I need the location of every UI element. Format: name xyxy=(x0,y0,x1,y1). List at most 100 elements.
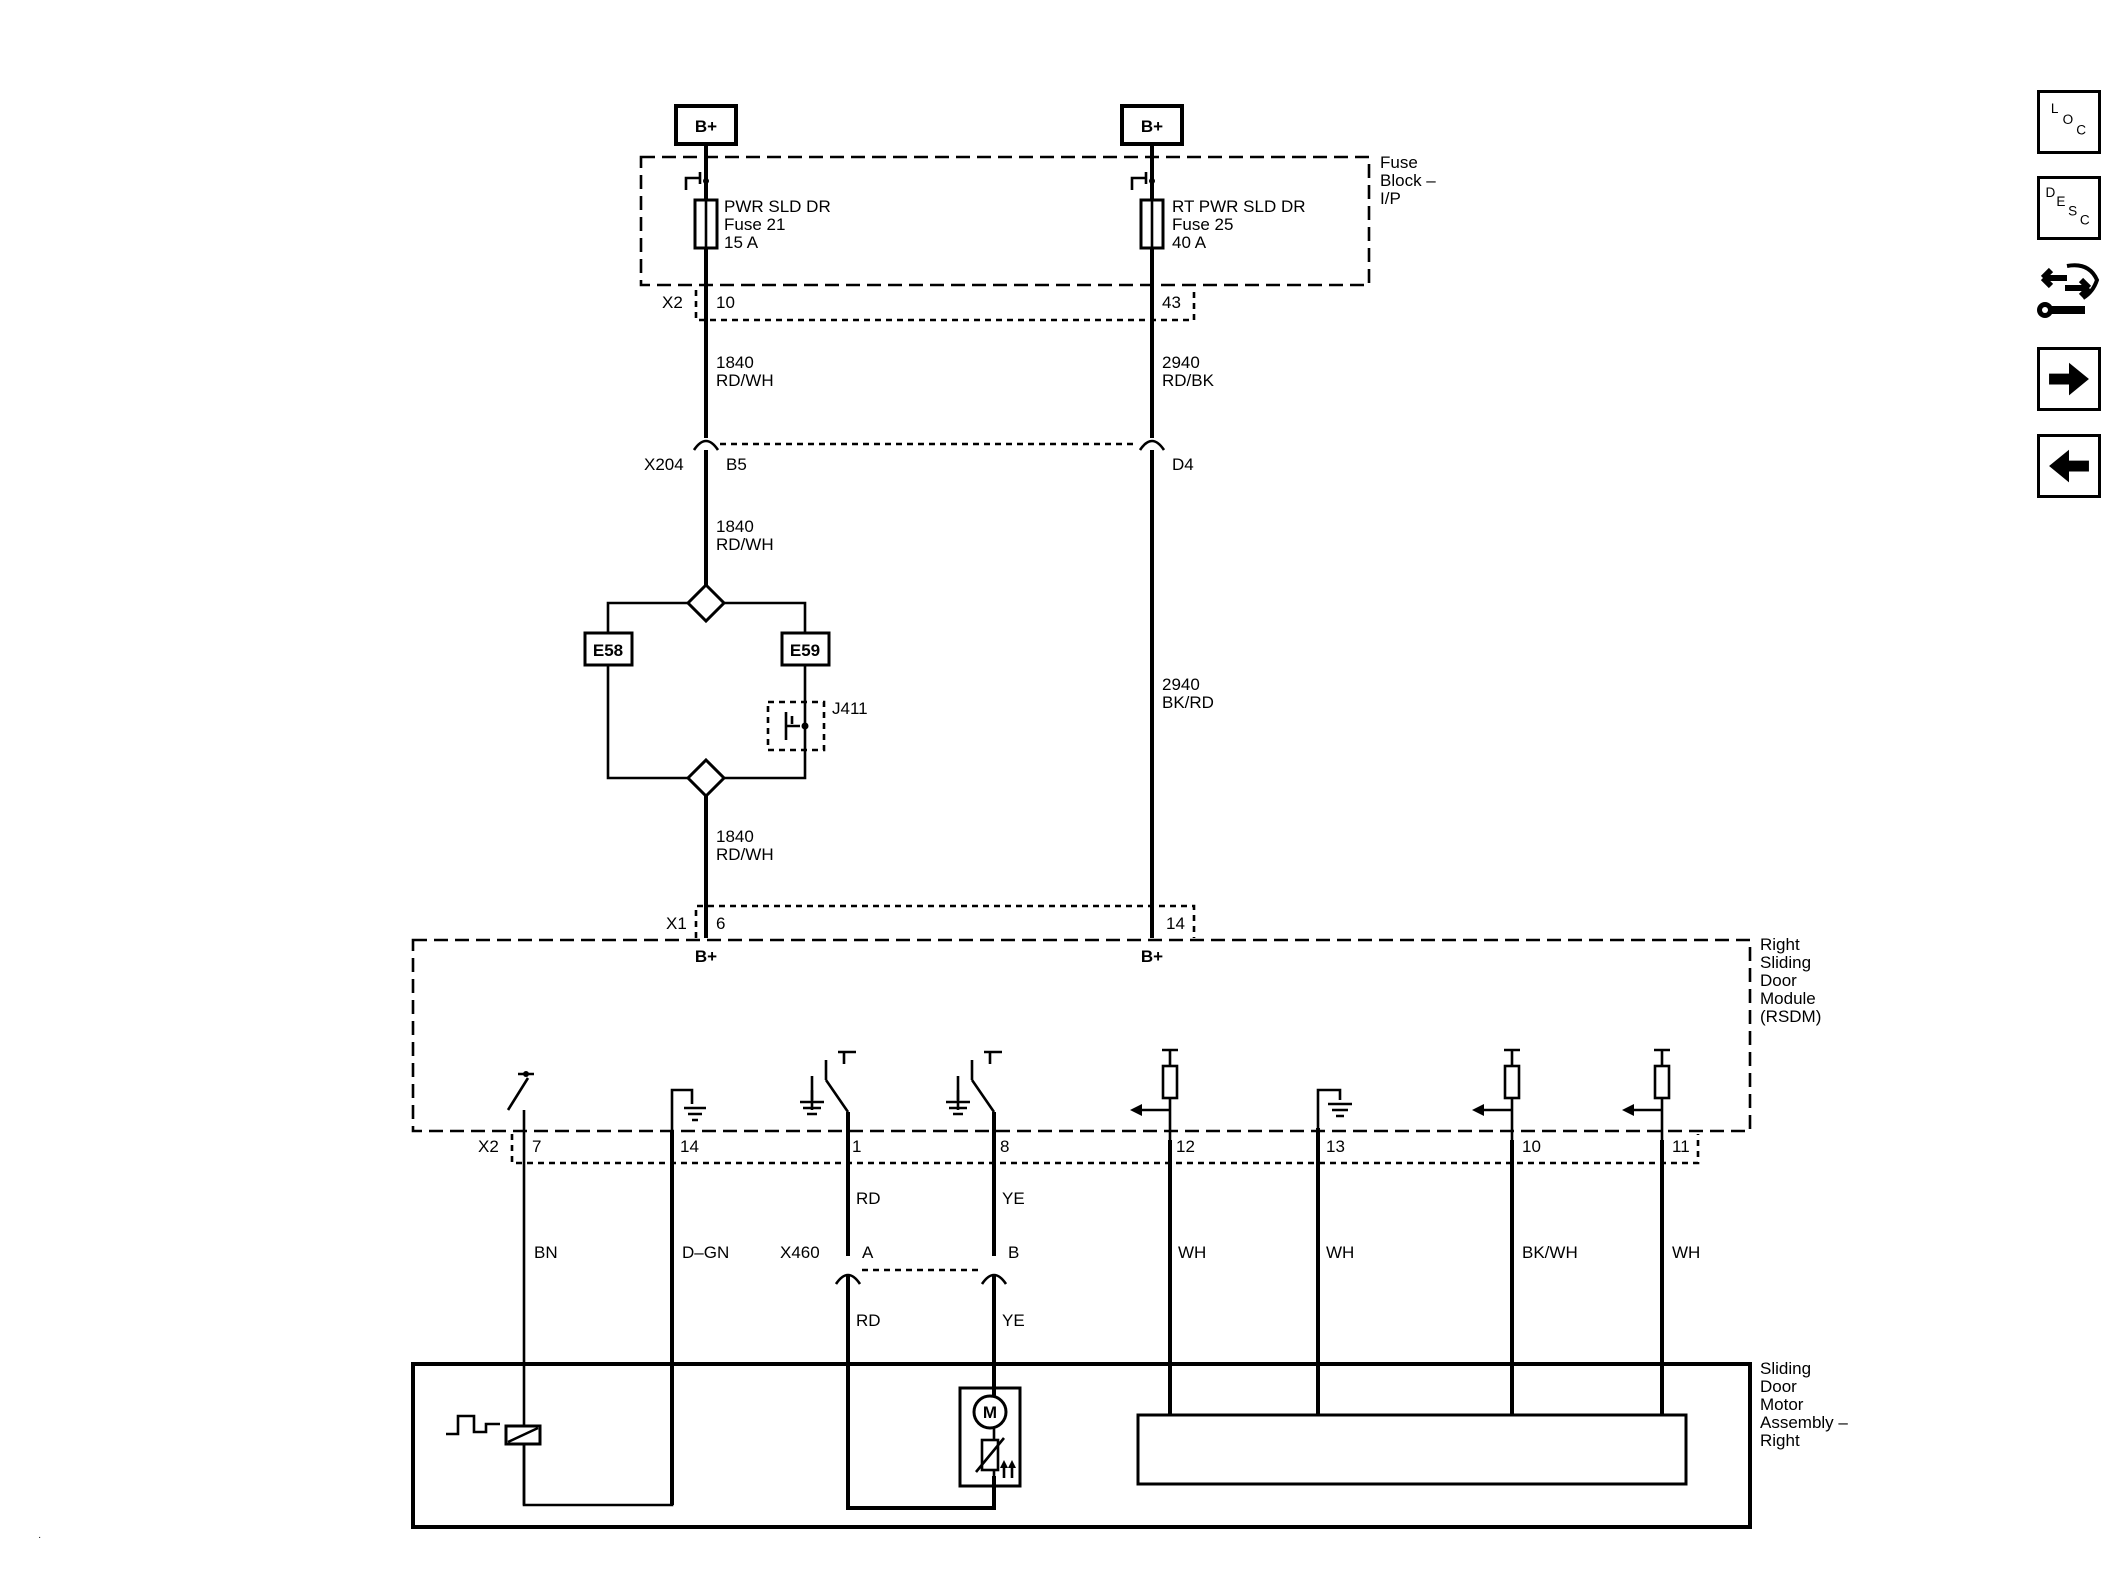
fuse-left-line-3: 15 A xyxy=(724,233,759,252)
connector-x460: X460 A B xyxy=(780,1243,1019,1285)
svg-text:C: C xyxy=(2080,212,2090,227)
svg-text:D: D xyxy=(2045,185,2055,200)
wire-rd-lower: RD xyxy=(856,1311,881,1330)
wire-1840-mid-color: RD/WH xyxy=(716,535,774,554)
fuse-right-line-3: 40 A xyxy=(1172,233,1207,252)
rsdm-pin-8: 8 xyxy=(1000,1137,1009,1156)
connector-wrench-icon[interactable] xyxy=(2037,258,2101,328)
wire-2940-upper-num: 2940 xyxy=(1162,353,1200,372)
rsdm-pin-11: 11 xyxy=(1672,1137,1690,1156)
wire-rd-upper: RD xyxy=(856,1189,881,1208)
rsdm-label-2: Sliding xyxy=(1760,953,1811,972)
wire-1840-upper-color: RD/WH xyxy=(716,371,774,390)
connector-x204: X204 B5 D4 xyxy=(644,430,1194,474)
supply-left: B+ xyxy=(674,104,738,146)
svg-text:J411: J411 xyxy=(832,699,868,718)
wire-d-gn: D–GN xyxy=(682,1243,729,1262)
svg-text:E58: E58 xyxy=(593,641,623,660)
rsdm-pin-14: 14 xyxy=(680,1137,699,1156)
rsdm-label-4: Module xyxy=(1760,989,1816,1008)
wire-ye-upper: YE xyxy=(1002,1189,1025,1208)
fuse-left-line-1: PWR SLD DR xyxy=(724,197,831,216)
splice-e58: E58 xyxy=(583,631,634,667)
loc-icon[interactable]: L O C xyxy=(2037,90,2101,154)
arrow-left-icon[interactable] xyxy=(2037,434,2101,498)
rsdm-label-3: Door xyxy=(1760,971,1797,990)
motor-label-2: Door xyxy=(1760,1377,1797,1396)
fuse-right-line-2: Fuse 25 xyxy=(1172,215,1233,234)
connector-x1 xyxy=(694,904,1196,938)
svg-text:S: S xyxy=(2068,203,2077,218)
splice-e59: E59 xyxy=(780,631,831,667)
x460-pin-a: A xyxy=(862,1243,874,1262)
x204-pin-right: D4 xyxy=(1172,455,1194,474)
connector-j411: J411 xyxy=(766,699,868,752)
svg-text:C: C xyxy=(2076,123,2086,138)
x204-pin-left: B5 xyxy=(726,455,747,474)
svg-text:·: · xyxy=(38,1532,41,1543)
wire-bk-wh: BK/WH xyxy=(1522,1243,1578,1262)
fuse-right-line-1: RT PWR SLD DR xyxy=(1172,197,1306,216)
sensor-symbol xyxy=(446,1414,542,1505)
svg-text:O: O xyxy=(2063,112,2074,127)
rsdm-connector-x2 xyxy=(510,1134,1700,1165)
fuse-block-connector-label: X2 xyxy=(662,293,683,312)
fuse-block-pin-left: 10 xyxy=(716,293,735,312)
supply-right-label: B+ xyxy=(1141,117,1163,136)
x204-label: X204 xyxy=(644,455,684,474)
motor-label-1: Sliding xyxy=(1760,1359,1811,1378)
motor-label-5: Right xyxy=(1760,1431,1800,1450)
motor-label-4: Assembly – xyxy=(1760,1413,1848,1432)
wire-1840-lower-num: 1840 xyxy=(716,827,754,846)
wire-ye-lower: YE xyxy=(1002,1311,1025,1330)
x460-label: X460 xyxy=(780,1243,820,1262)
rsdm-pin-12: 12 xyxy=(1176,1137,1195,1156)
wire-wh-13: WH xyxy=(1326,1243,1354,1262)
wire-2940-lower-color: BK/RD xyxy=(1162,693,1214,712)
wire-wh-11: WH xyxy=(1672,1243,1700,1262)
rsdm-pin-10: 10 xyxy=(1522,1137,1541,1156)
motor-symbol: M xyxy=(958,1386,1022,1488)
desc-icon[interactable]: D E S C xyxy=(2037,176,2101,240)
splice-bottom-diamond xyxy=(685,757,727,799)
x460-pin-b: B xyxy=(1008,1243,1019,1262)
motor-assembly-outline xyxy=(411,1362,1752,1529)
fuse-left-line-2: Fuse 21 xyxy=(724,215,785,234)
wire-2940-lower-num: 2940 xyxy=(1162,675,1200,694)
fuse-block-label-2: Block – xyxy=(1380,171,1436,190)
x1-label: X1 xyxy=(666,914,687,933)
arrow-right-icon[interactable] xyxy=(2037,347,2101,411)
x1-pin-right: 14 xyxy=(1166,914,1185,933)
fuse-block-label-3: I/P xyxy=(1380,189,1401,208)
svg-text:E: E xyxy=(2056,194,2065,209)
wire-bn: BN xyxy=(534,1243,558,1262)
splice-top-diamond xyxy=(685,582,727,624)
x1-pin-left: 6 xyxy=(716,914,725,933)
rsdm-x2-label: X2 xyxy=(478,1137,499,1156)
supply-left-label: B+ xyxy=(695,117,717,136)
svg-text:L: L xyxy=(2051,101,2059,116)
wire-1840-mid-num: 1840 xyxy=(716,517,754,536)
wire-2940-upper-color: RD/BK xyxy=(1162,371,1215,390)
supply-right: B+ xyxy=(1120,104,1184,146)
wire-wh-12: WH xyxy=(1178,1243,1206,1262)
rsdm-label-5: (RSDM) xyxy=(1760,1007,1821,1026)
rsdm-label-1: Right xyxy=(1760,935,1800,954)
fuse-block-pin-right: 43 xyxy=(1162,293,1181,312)
rsdm-pin-7: 7 xyxy=(532,1137,541,1156)
fuse-block-connector-x2 xyxy=(694,290,1196,322)
motor-label-3: Motor xyxy=(1760,1395,1804,1414)
svg-text:E59: E59 xyxy=(790,641,820,660)
wire-1840-lower-color: RD/WH xyxy=(716,845,774,864)
wire-1840-upper-num: 1840 xyxy=(716,353,754,372)
rsdm-pin-1: 1 xyxy=(852,1137,861,1156)
rsdm-pin-13: 13 xyxy=(1326,1137,1345,1156)
motor-control-block xyxy=(1136,1413,1688,1486)
fuse-block-label-1: Fuse xyxy=(1380,153,1418,172)
svg-text:M: M xyxy=(983,1403,997,1422)
rsdm-bplus-left: B+ xyxy=(695,947,717,966)
rsdm-bplus-right: B+ xyxy=(1141,947,1163,966)
fuse-block-outline xyxy=(639,155,1371,287)
rsdm-module-outline xyxy=(411,938,1752,1133)
